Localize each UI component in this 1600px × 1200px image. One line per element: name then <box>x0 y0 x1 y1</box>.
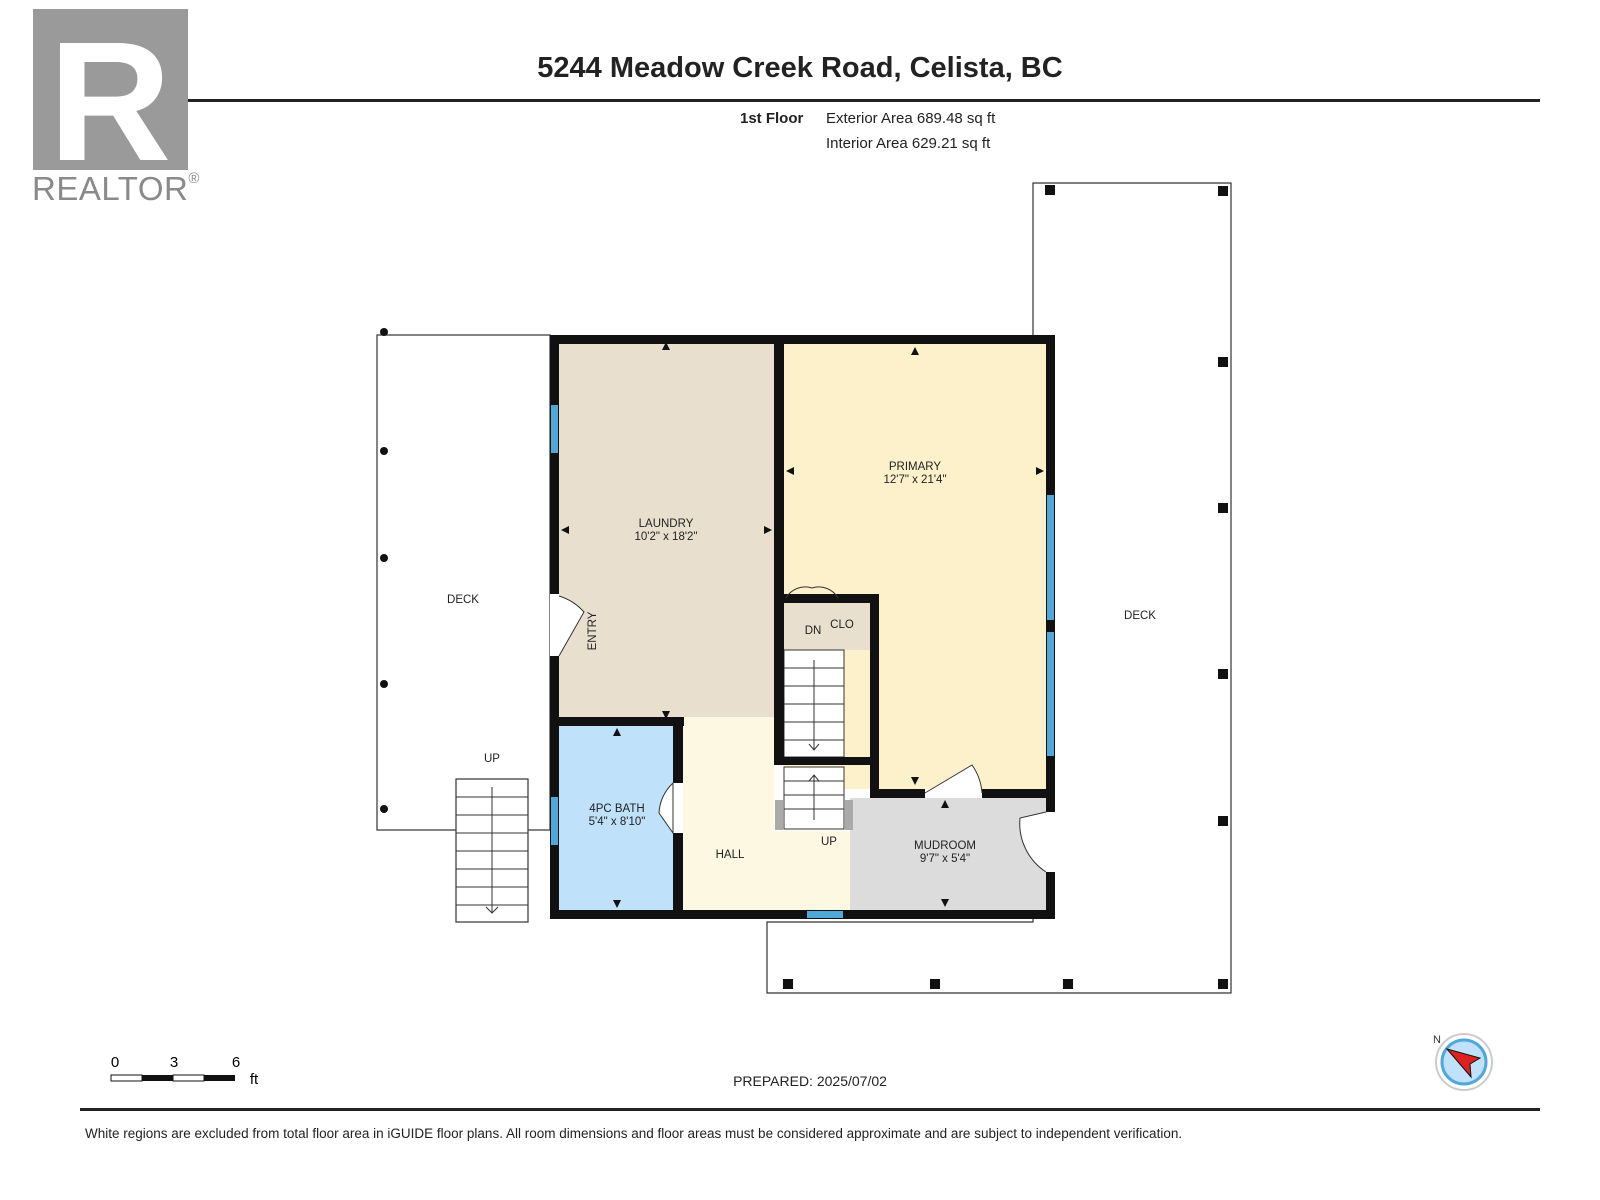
realtor-logo: R <box>33 7 188 197</box>
deck-left <box>376 328 551 831</box>
closet-name: CLO <box>830 619 854 631</box>
deck-right-name: DECK <box>1124 610 1156 622</box>
mudroom-dims: 9'7" x 5'4" <box>920 853 970 865</box>
realtor-logo-letter: R <box>49 7 172 197</box>
laundry-name: LAUNDRY <box>639 518 694 530</box>
mudroom-name: MUDROOM <box>914 840 976 852</box>
disclaimer: White regions are excluded from total fl… <box>85 1126 1183 1141</box>
laundry-dims: 10'2" x 18'2" <box>634 531 697 543</box>
inside-stairs <box>775 649 853 830</box>
primary-name: PRIMARY <box>889 461 942 473</box>
doors <box>550 586 1055 873</box>
room-mudroom <box>850 798 1046 910</box>
dimension-markers <box>561 342 1044 908</box>
interior-area: Interior Area 629.21 sq ft <box>826 135 991 152</box>
footer-divider <box>80 1108 1540 1111</box>
prepared-date: PREPARED: 2025/07/02 <box>733 1073 887 1089</box>
room-closet <box>784 603 870 650</box>
deck-left-name: DECK <box>447 594 479 606</box>
hall-name: HALL <box>716 849 745 861</box>
compass-label: N <box>1433 1034 1441 1046</box>
scale-label-0: 0 <box>111 1054 119 1071</box>
primary-dims: 12'7" x 21'4" <box>883 474 946 486</box>
scale-label-3: 3 <box>170 1054 178 1071</box>
deck-right <box>766 182 1232 994</box>
compass-icon: N <box>1433 1033 1493 1091</box>
scale-unit: ft <box>250 1071 259 1088</box>
bath-name: 4PC BATH <box>589 803 644 815</box>
outside-stairs <box>455 778 529 923</box>
realtor-logo-text: REALTOR® <box>32 170 200 207</box>
exterior-area: Exterior Area 689.48 sq ft <box>826 110 996 127</box>
page-title: 5244 Meadow Creek Road, Celista, BC <box>537 52 1063 84</box>
outside-stair-up-label: UP <box>484 753 500 765</box>
room-laundry <box>558 344 774 717</box>
entry-label: ENTRY <box>587 611 599 650</box>
scale-label-6: 6 <box>232 1054 240 1071</box>
scale-bar: 0 3 6 ft <box>110 1054 259 1088</box>
header-divider <box>80 99 1540 102</box>
floor-name: 1st Floor <box>740 110 804 127</box>
windows <box>551 405 1054 918</box>
stair-up-label: UP <box>821 836 837 848</box>
room-hall <box>683 717 850 910</box>
room-bath <box>558 726 673 910</box>
stair-down-label: DN <box>805 625 822 637</box>
bath-dims: 5'4" x 8'10" <box>589 816 646 828</box>
